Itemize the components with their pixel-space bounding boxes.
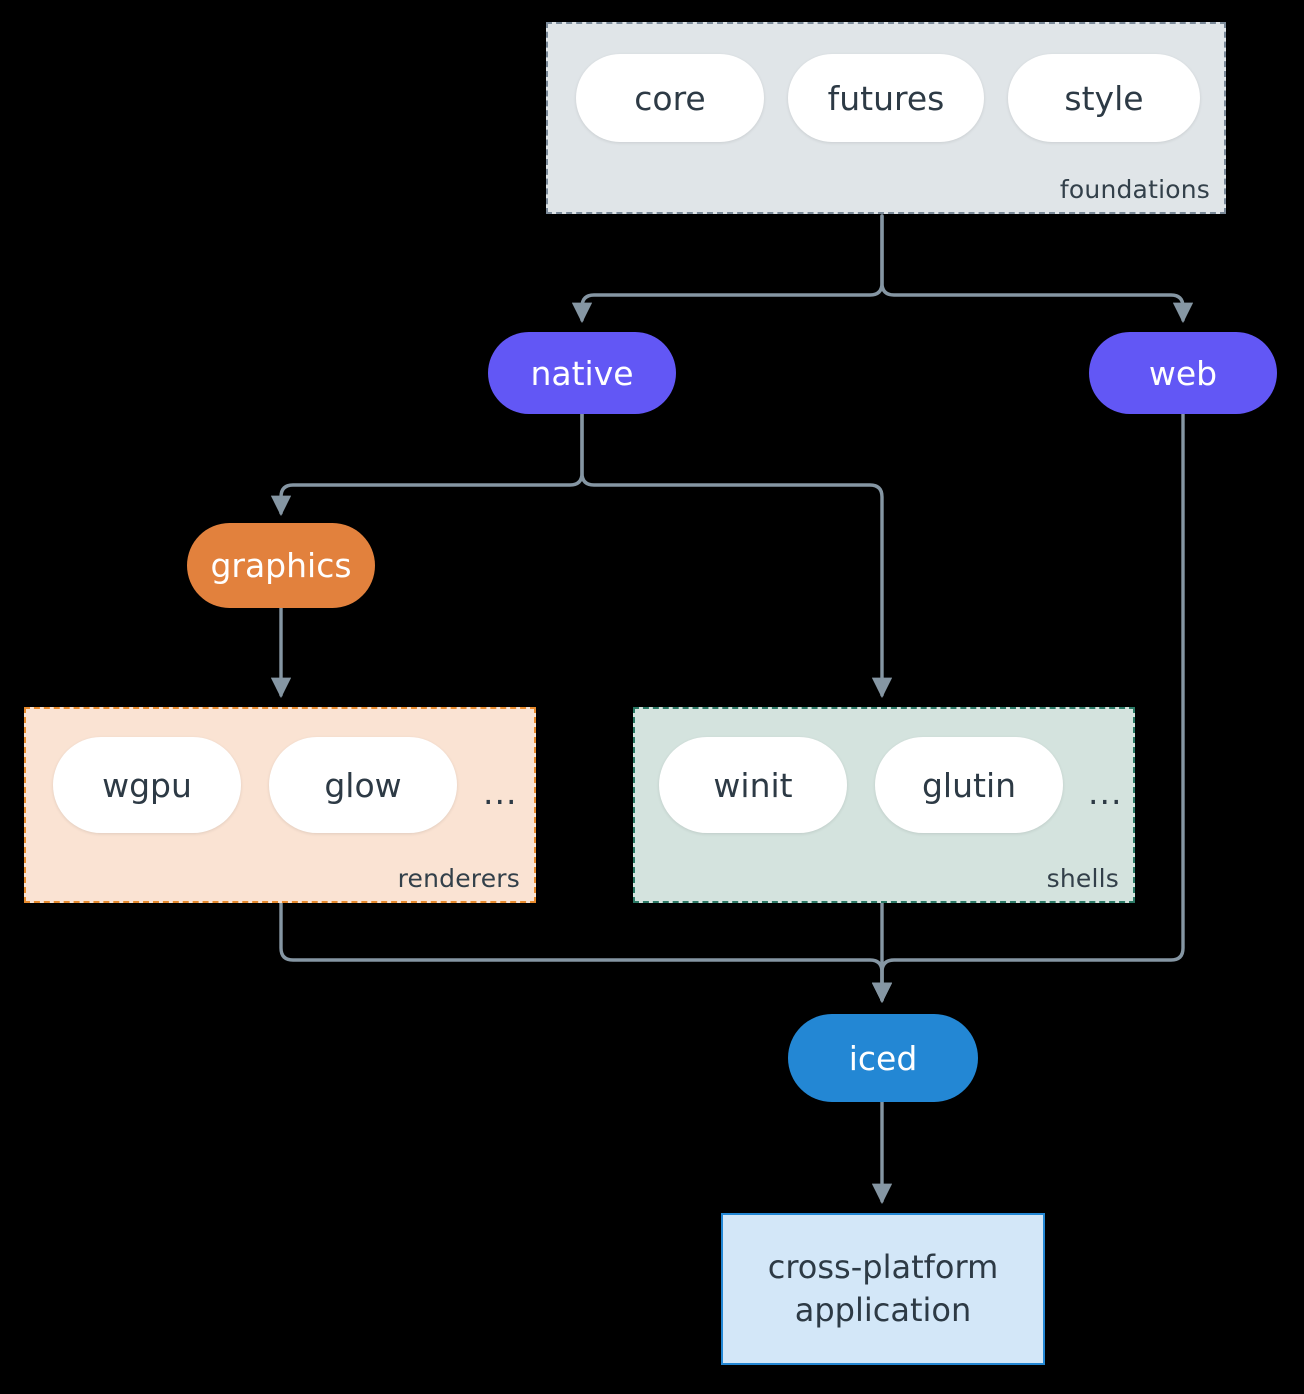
node-graphics-label: graphics <box>210 546 352 585</box>
renderers-more-indicator: ... <box>483 773 518 812</box>
edge-renderers-iced <box>279 901 893 1004</box>
member-futures[interactable]: futures <box>788 54 984 142</box>
node-native[interactable]: native <box>488 332 676 414</box>
edge-foundations-web <box>880 214 1194 324</box>
node-application-line2: application <box>794 1291 972 1329</box>
member-core[interactable]: core <box>576 54 764 142</box>
member-style[interactable]: style <box>1008 54 1200 142</box>
edge-foundations-native <box>571 214 884 324</box>
node-iced-label: iced <box>848 1038 918 1078</box>
cluster-renderers[interactable]: wgpu glow ... renderers <box>24 707 536 903</box>
member-core-label: core <box>634 78 706 118</box>
member-futures-label: futures <box>827 78 945 118</box>
member-winit-label: winit <box>713 765 793 805</box>
member-style-label: style <box>1064 78 1144 118</box>
cluster-shells-label: shells <box>1046 864 1119 893</box>
node-native-label: native <box>530 353 634 393</box>
cluster-renderers-label: renderers <box>397 864 520 893</box>
member-glutin-label: glutin <box>921 765 1017 805</box>
node-graphics[interactable]: graphics <box>187 523 375 608</box>
member-winit[interactable]: winit <box>659 737 847 833</box>
member-glow[interactable]: glow <box>269 737 457 833</box>
member-glow-label: glow <box>324 765 402 805</box>
member-wgpu-label: wgpu <box>102 765 192 805</box>
member-wgpu[interactable]: wgpu <box>53 737 241 833</box>
cluster-shells[interactable]: winit glutin ... shells <box>633 707 1135 903</box>
member-glutin[interactable]: glutin <box>875 737 1063 833</box>
cluster-foundations-label: foundations <box>1059 175 1210 204</box>
edge-native-shells <box>580 412 893 699</box>
node-iced[interactable]: iced <box>788 1014 978 1102</box>
shells-more-indicator: ... <box>1088 773 1123 812</box>
cluster-foundations[interactable]: core futures style foundations <box>546 22 1226 214</box>
node-application[interactable]: cross-platform application <box>721 1213 1045 1365</box>
node-application-line1: cross-platform <box>767 1247 999 1286</box>
node-web[interactable]: web <box>1089 332 1277 414</box>
node-web-label: web <box>1148 353 1218 393</box>
edge-native-graphics <box>270 412 584 517</box>
